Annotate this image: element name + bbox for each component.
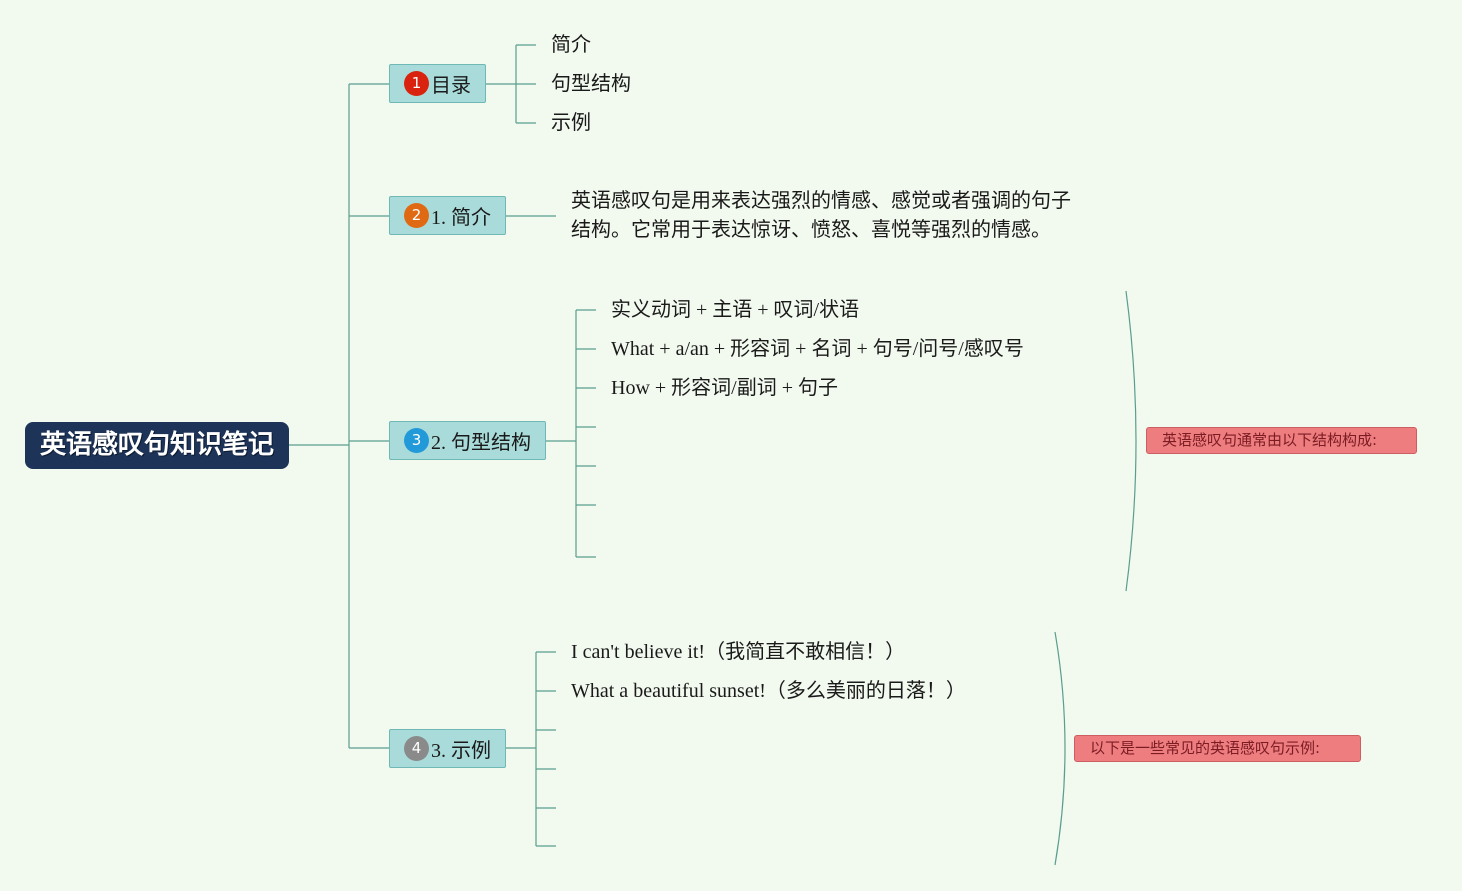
structure-item-2[interactable]: What + a/an + 形容词 + 名词 + 句号/问号/感叹号 xyxy=(611,338,1024,360)
branch-label: 3. 示例 xyxy=(431,740,491,762)
priority-4-icon: 4 xyxy=(404,736,429,761)
intro-line-1: 英语感叹句是用来表达强烈的情感、感觉或者强调的句子 xyxy=(571,190,1071,212)
priority-3-icon: 3 xyxy=(404,428,429,453)
toc-item-examples[interactable]: 示例 xyxy=(551,112,591,134)
root-topic[interactable]: 英语感叹句知识笔记 xyxy=(25,422,289,469)
branch-label: 1. 简介 xyxy=(431,207,491,229)
examples-summary-note[interactable]: 以下是一些常见的英语感叹句示例: xyxy=(1074,735,1361,762)
branch-examples[interactable]: 4 3. 示例 xyxy=(389,729,506,768)
branch-structure[interactable]: 3 2. 句型结构 xyxy=(389,421,546,460)
structure-item-1[interactable]: 实义动词 + 主语 + 叹词/状语 xyxy=(611,299,860,321)
toc-item-structure[interactable]: 句型结构 xyxy=(551,73,631,95)
priority-2-icon: 2 xyxy=(404,203,429,228)
example-item-1[interactable]: I can't believe it!（我简直不敢相信！） xyxy=(571,641,906,663)
intro-paragraph[interactable]: 英语感叹句是用来表达强烈的情感、感觉或者强调的句子 结构。它常用于表达惊讶、愤怒… xyxy=(571,187,1091,245)
example-item-2[interactable]: What a beautiful sunset!（多么美丽的日落！） xyxy=(571,680,966,702)
priority-1-icon: 1 xyxy=(404,71,429,96)
branch-label: 目录 xyxy=(431,75,471,97)
branch-toc[interactable]: 1 目录 xyxy=(389,64,486,103)
branch-intro[interactable]: 2 1. 简介 xyxy=(389,196,506,235)
intro-line-2: 结构。它常用于表达惊讶、愤怒、喜悦等强烈的情感。 xyxy=(571,219,1051,241)
toc-item-intro[interactable]: 简介 xyxy=(551,34,591,56)
branch-label: 2. 句型结构 xyxy=(431,432,531,454)
structure-item-3[interactable]: How + 形容词/副词 + 句子 xyxy=(611,377,839,399)
structure-summary-note[interactable]: 英语感叹句通常由以下结构构成: xyxy=(1146,427,1417,454)
